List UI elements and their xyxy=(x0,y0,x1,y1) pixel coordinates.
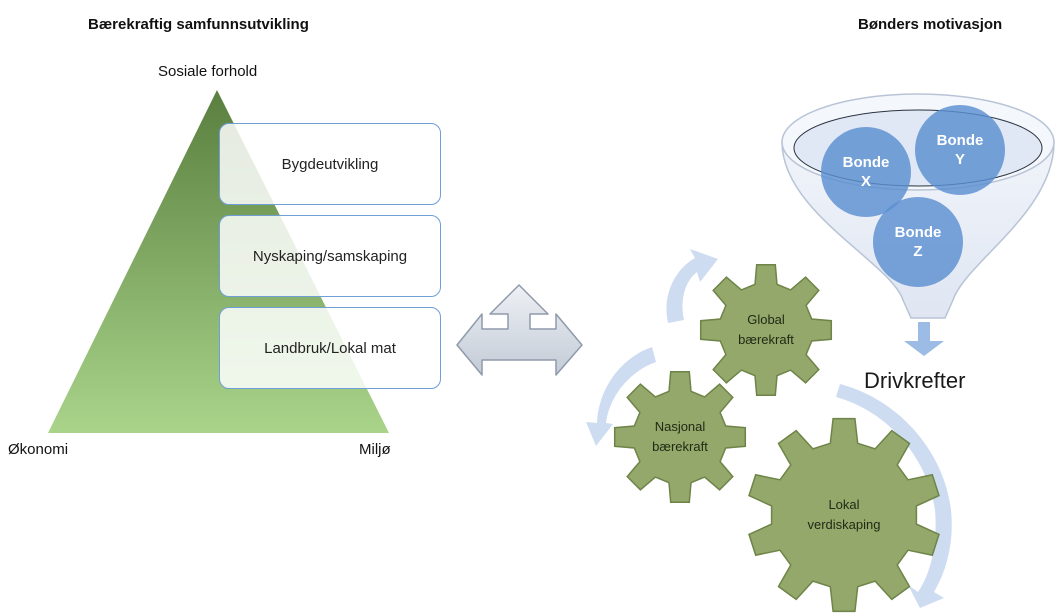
left-corner-label: Økonomi xyxy=(8,441,69,458)
box-bygdeutvikling: Bygdeutvikling xyxy=(219,123,441,205)
gear-nasjonal xyxy=(613,370,747,504)
box-label: Bygdeutvikling xyxy=(281,155,379,173)
gear-lokal-label: Lokal verdiskaping xyxy=(807,497,881,532)
cycle-arrow-top xyxy=(666,249,718,323)
left-title: Bærekraftig samfunnsutvikling xyxy=(88,16,309,33)
right-corner-label: Miljø xyxy=(359,441,391,458)
gear-nasjonal-label: Nasjonal bærekraft xyxy=(652,419,708,454)
bonde-x-circle xyxy=(821,127,911,217)
cycle-arrow-left xyxy=(586,347,656,446)
gear-global-label: Global bærekraft xyxy=(738,312,794,347)
bonde-x-label: Bonde X xyxy=(842,154,890,190)
gear-lokal xyxy=(748,417,940,613)
box-nyskaping: Nyskaping/samskaping xyxy=(219,215,441,297)
drivers-label: Drivkrefter xyxy=(864,368,966,393)
bonde-y-circle xyxy=(915,105,1005,195)
gear-global xyxy=(699,263,833,397)
apex-label: Sosiale forhold xyxy=(158,63,258,80)
box-landbruk: Landbruk/Lokal mat xyxy=(219,307,441,389)
bonde-z-circle xyxy=(873,197,963,287)
box-label: Nyskaping/samskaping xyxy=(252,247,408,265)
bonde-y-label: Bonde Y xyxy=(936,132,984,168)
bonde-z-label: Bonde Z xyxy=(894,224,942,260)
funnel-down-arrow xyxy=(904,322,944,356)
box-label: Landbruk/Lokal mat xyxy=(264,339,396,357)
right-title: Bønders motivasjon xyxy=(858,16,1003,33)
three-way-arrow xyxy=(456,284,583,376)
cycle-arrow-right xyxy=(836,384,952,608)
